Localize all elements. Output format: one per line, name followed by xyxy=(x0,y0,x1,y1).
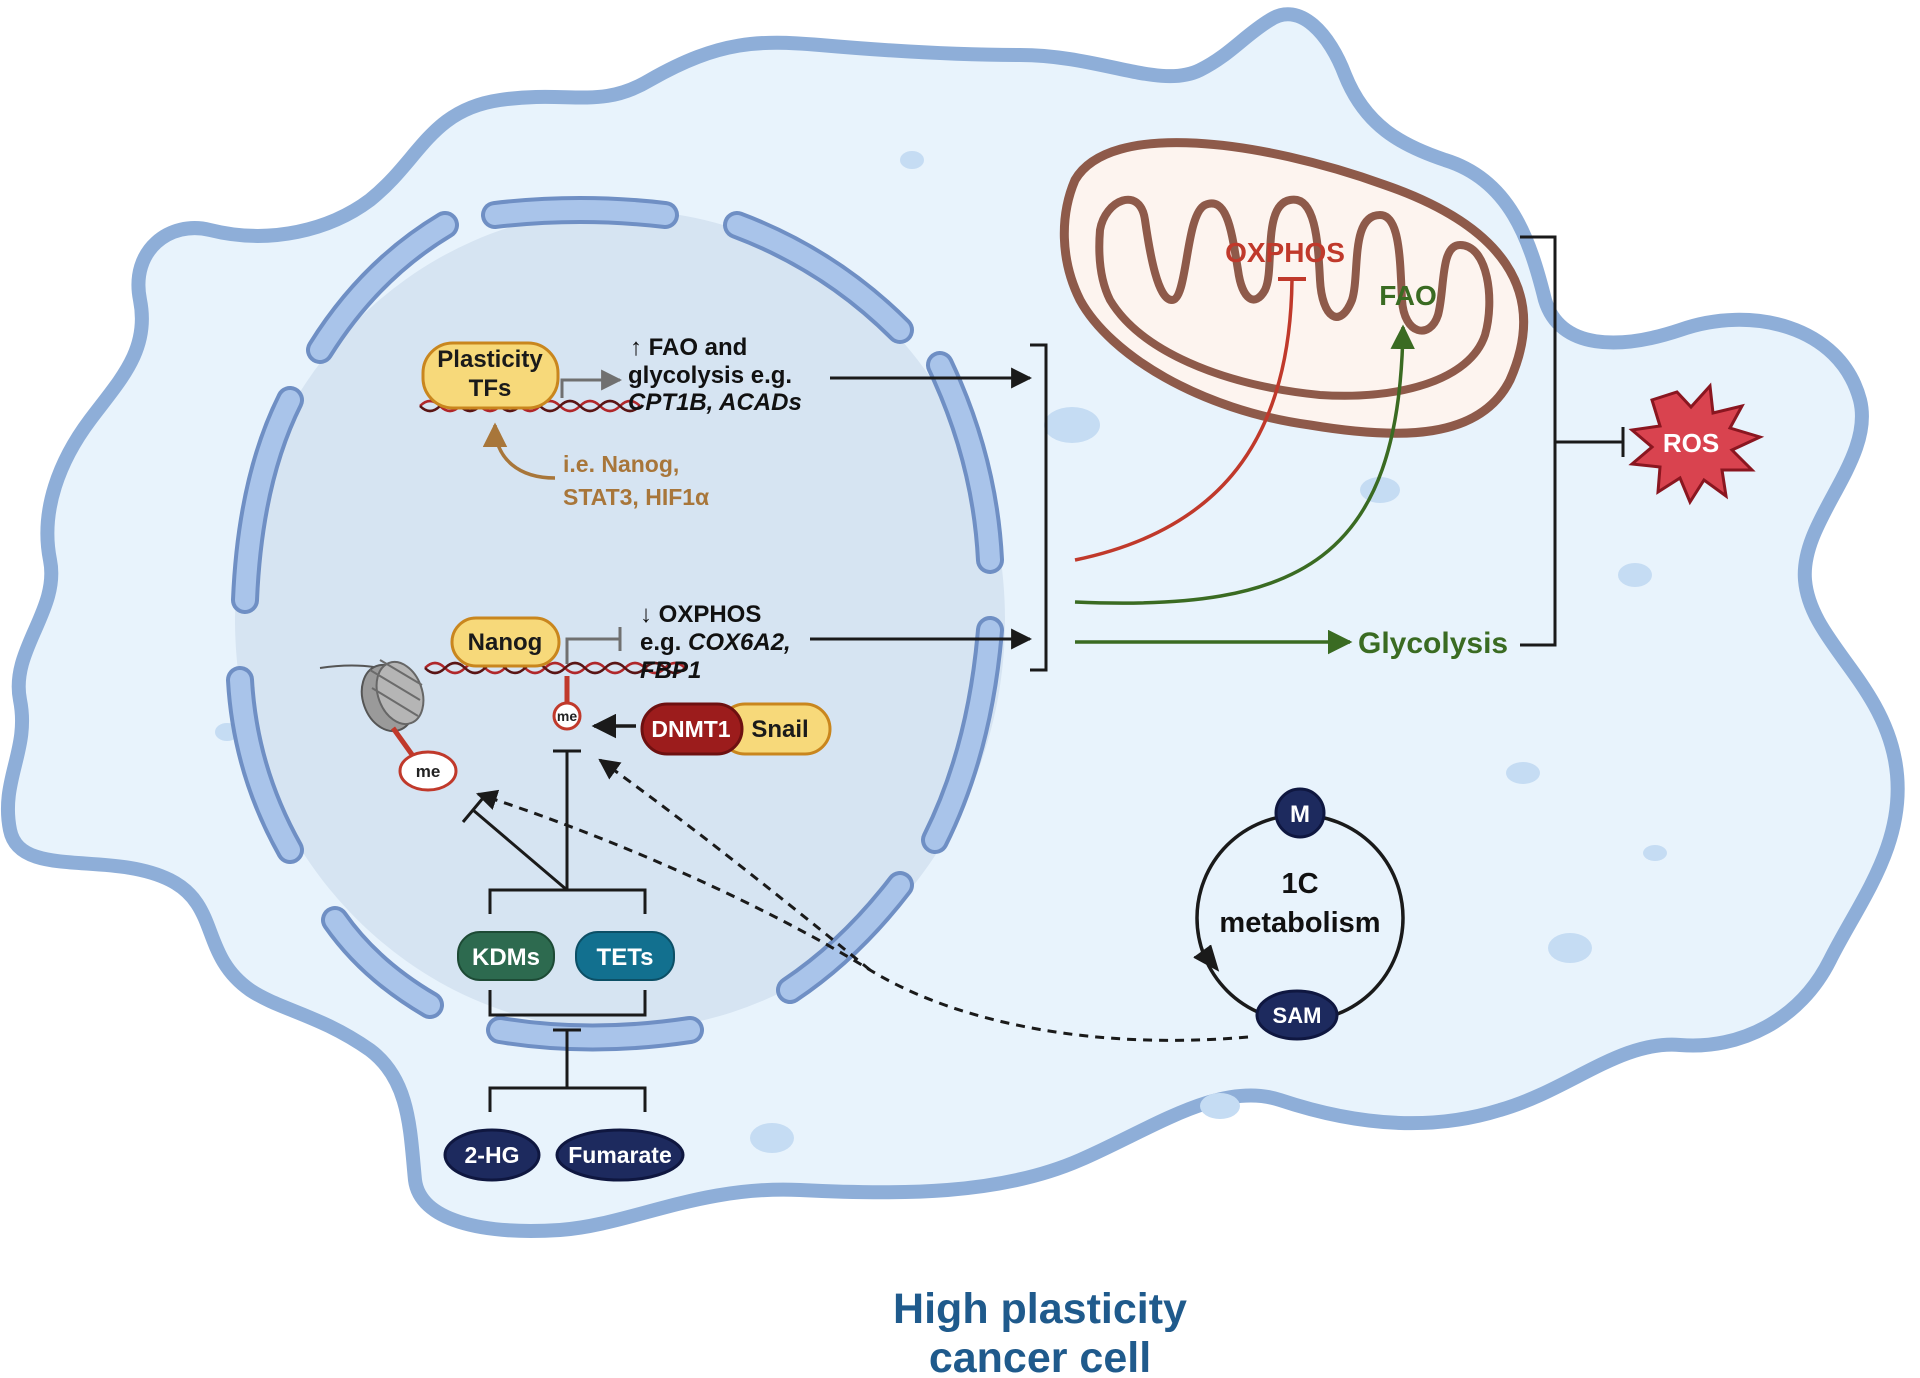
glycolysis-label: Glycolysis xyxy=(1358,627,1508,660)
oxphos-text-1: ↓ OXPHOS xyxy=(640,601,761,628)
regulators-text-1: i.e. Nanog, xyxy=(563,451,679,477)
figure-title-2: cancer cell xyxy=(929,1334,1151,1378)
metabolism-bracket xyxy=(1520,235,1625,647)
sam-dashed-arrow-dna xyxy=(598,758,871,972)
cycle-m-label: M xyxy=(1290,801,1310,828)
nanog-pill xyxy=(450,616,561,668)
oxphos-label: OXPHOS xyxy=(1225,237,1345,268)
fao-text-1: ↑ FAO and xyxy=(630,334,747,361)
cycle-sam-label: SAM xyxy=(1273,1003,1322,1028)
cycle-m-node xyxy=(1274,787,1326,839)
cycle-sam-node xyxy=(1255,989,1339,1041)
two-hg-ellipse xyxy=(443,1128,541,1182)
histone-methyl-label: me xyxy=(416,762,441,781)
tf-promoter-arrow xyxy=(560,369,623,398)
tets-pill xyxy=(575,931,675,981)
nucleosome xyxy=(319,659,425,733)
plasticity-tfs-pill xyxy=(421,341,560,410)
fumarate-ellipse xyxy=(555,1128,685,1182)
oxphos-inhibition-line xyxy=(1074,279,1294,562)
oxphos-text-3: FBP1 xyxy=(640,657,701,684)
nuclear-output-bracket xyxy=(1030,343,1048,672)
fao-text-2: glycolysis e.g. xyxy=(628,362,792,389)
dnmt1-pill xyxy=(640,702,744,756)
two-hg-label: 2-HG xyxy=(465,1142,520,1168)
dna-methyl-mark xyxy=(552,701,582,731)
kdms-pill xyxy=(457,931,555,981)
nucleus xyxy=(235,210,1005,1030)
cycle-arrowhead xyxy=(1193,944,1220,972)
cytoplasm-vesicles xyxy=(215,151,1667,1153)
nuclear-envelope-fill xyxy=(230,200,1000,1048)
plasticity-tfs-label-2: TFs xyxy=(469,375,512,402)
kdm-tet-bracket-bottom xyxy=(488,990,647,1112)
histone-methyl-mark xyxy=(398,750,458,792)
oxphos-text-2a: e.g. xyxy=(640,629,688,656)
figure-title-1: High plasticity xyxy=(893,1285,1187,1333)
regulators-arrow xyxy=(482,422,556,480)
fumarate-label: Fumarate xyxy=(568,1142,672,1168)
fao-label: FAO xyxy=(1379,280,1437,311)
nanog-label: Nanog xyxy=(468,629,543,656)
tets-label: TETs xyxy=(597,944,654,971)
mitochondrion xyxy=(1059,138,1529,438)
cycle-label-1: 1C xyxy=(1281,868,1318,900)
dnmt1-label: DNMT1 xyxy=(651,716,730,742)
nanog-inhibition-arrow xyxy=(565,637,620,664)
ros-label: ROS xyxy=(1663,428,1719,458)
dna-methyl-label: me xyxy=(557,708,577,724)
kdms-label: KDMs xyxy=(472,944,540,971)
dna-strand-bottom xyxy=(424,661,686,675)
cycle-label-2: metabolism xyxy=(1219,907,1380,939)
plasticity-tfs-label-1: Plasticity xyxy=(437,346,543,373)
oxphos-text-2b: COX6A2, xyxy=(688,629,791,656)
ros-burst xyxy=(1628,382,1765,506)
regulators-text-2: STAT3, HIF1α xyxy=(563,484,709,510)
fao-text-3: CPT1B, ACADs xyxy=(628,389,802,416)
oxphos-text-2: e.g. COX6A2, xyxy=(640,629,791,656)
fao-activation-line xyxy=(1074,324,1415,605)
snail-label: Snail xyxy=(751,716,808,743)
